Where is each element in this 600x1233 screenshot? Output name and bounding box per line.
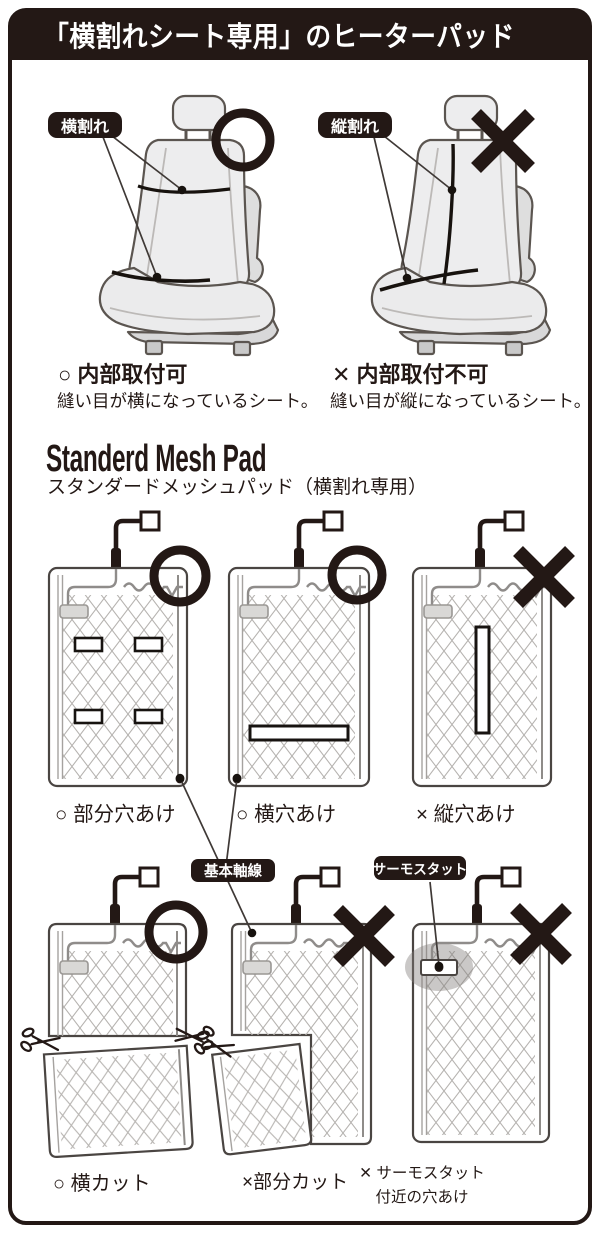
headrest [171,94,227,132]
badge-vertical-split: 縦割れ [318,112,392,138]
pad-partial-holes-diagram [47,510,189,788]
cable-grommet [110,904,120,929]
pad-label-line2: 付近の穴あけ [375,1189,469,1207]
power-cable [296,518,325,567]
header-bar: 「横割れシート専用」のヒーターパッド [10,10,590,60]
pad-label: ○ 横カット [53,1173,151,1195]
seat-cushion [370,266,548,336]
thermostat [59,960,89,975]
cable-connector [138,866,160,888]
pad-horizontal-cut-top-diagram [47,866,188,1038]
cable-grommet [475,548,485,573]
pad-thermostat-hole-diagram [405,866,551,1144]
thermostat [239,604,269,619]
cable-connector [503,510,525,532]
pad-horizontal-cut-bottom-piece [42,1044,194,1158]
cable-connector [322,510,344,532]
pad-partial-cut-piece [210,1042,313,1156]
power-cable [474,874,503,923]
power-cable [112,874,141,923]
ng-caption-sub: 縫い目が縦になっているシート。 [330,391,592,411]
pad-label: ×部分カット [242,1172,349,1193]
cable-connector [319,866,341,888]
thermostat [242,960,272,975]
pad-label: ○ 部分穴あけ [55,803,176,826]
badge-base-axis: 基本軸線 [191,859,275,882]
seat-leg [504,340,524,357]
axis-anchor-dot [175,774,185,784]
pad-partial-cut-diagram [230,866,373,1146]
horizontal-slot [248,724,350,742]
pad-label: ○ 横穴あけ [236,803,337,826]
page-title: 「横割れシート専用」のヒーターパッド [43,21,515,52]
seat-cushion [98,266,276,336]
pad-vertical-hole-diagram [411,510,553,788]
pad-horizontal-hole-diagram [227,510,371,788]
punched-holes [73,636,164,725]
seat-leg [144,339,164,356]
axis-anchor-dot [232,774,242,784]
ok-caption-title: ○ 内部取付可 [58,362,188,387]
power-cable [293,874,322,923]
mesh-area [223,1049,307,1149]
cable-grommet [294,548,304,573]
seat-leg [416,339,436,356]
cable-grommet [111,548,121,573]
ng-caption-title: ✕ 内部取付不可 [332,362,489,387]
cable-connector [139,510,161,532]
pad-label: ✕ サーモスタット 付近の穴あけ [352,1162,492,1210]
mesh-area [427,951,535,1135]
ok-caption-sub: 縫い目が横になっているシート。 [57,391,319,411]
thermostat-dot [434,963,444,972]
cable-grommet [472,904,482,929]
product-name-ja: スタンダードメッシュパッド（横割れ専用） [47,477,428,498]
headrest [443,94,499,132]
cable-connector [500,866,522,888]
power-cable [477,518,506,567]
mesh-area [63,595,173,779]
thermostat [59,604,89,619]
pad-label: × 縦穴あけ [416,803,516,826]
badge-thermostat: サーモスタット [373,856,467,880]
cable-grommet [291,904,301,929]
vertical-slot [474,625,491,735]
product-name-en: Standerd Mesh Pad [46,438,267,480]
power-cable [113,518,142,567]
thermostat [423,604,453,619]
mesh-area [56,1052,182,1150]
pad-label-line1: ✕ サーモスタット [359,1165,485,1182]
seat-leg [232,340,252,357]
mesh-area [243,595,355,779]
badge-horizontal-split: 横割れ [48,112,122,138]
